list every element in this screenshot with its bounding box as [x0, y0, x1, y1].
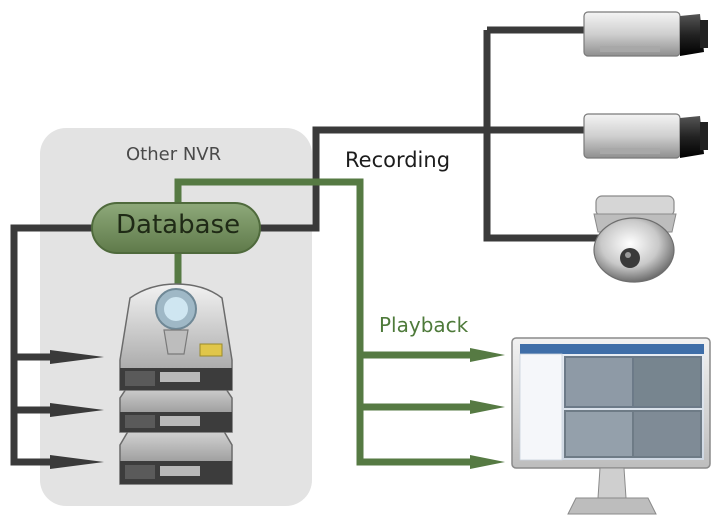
- nvr-title: Other NVR: [126, 144, 222, 165]
- playback-label: Playback: [379, 313, 469, 337]
- recording-label: Recording: [345, 148, 451, 172]
- database-node: [91, 202, 261, 254]
- playback-arrows: [470, 348, 505, 469]
- database-label: Database: [116, 210, 241, 240]
- server-stack-icon: [119, 283, 233, 485]
- bullet-camera-icon: [583, 113, 708, 159]
- dome-camera-icon: [593, 195, 677, 283]
- recording-arrows: [44, 350, 104, 469]
- bullet-camera-icon: [583, 11, 708, 57]
- monitor-icon: [511, 337, 711, 515]
